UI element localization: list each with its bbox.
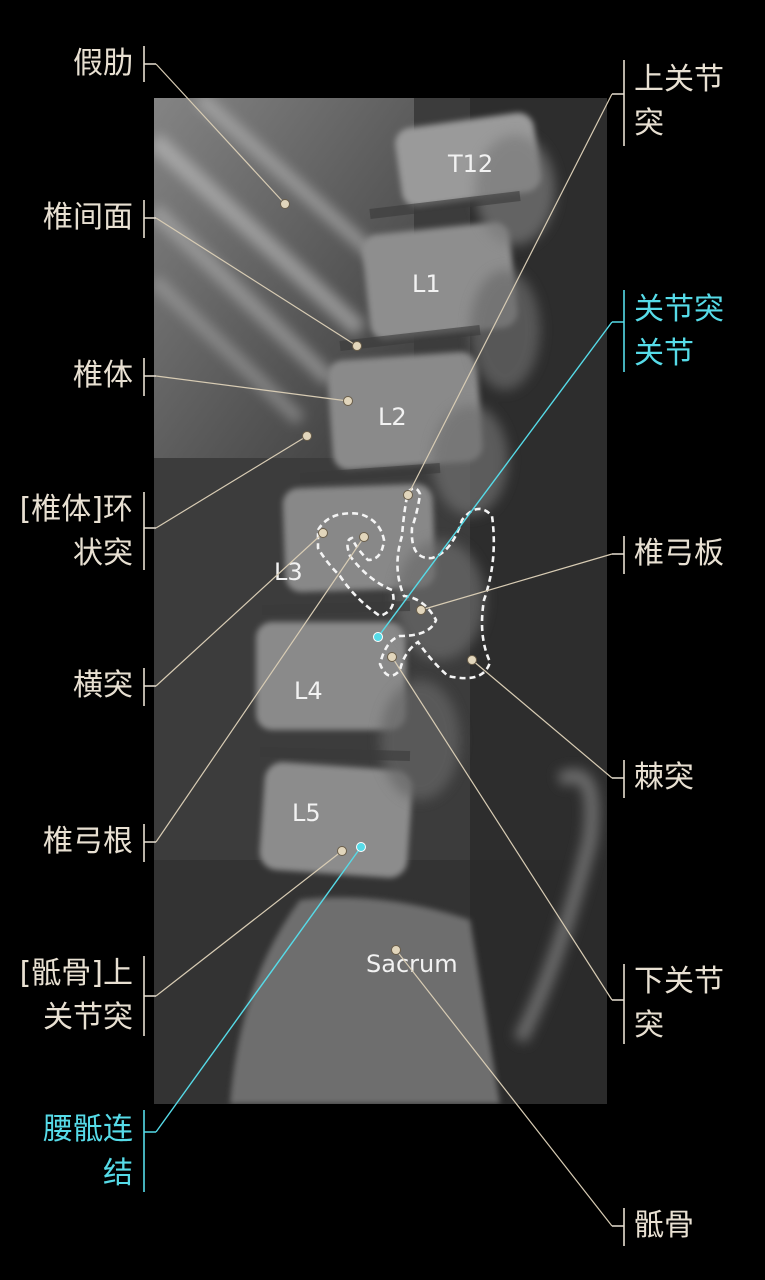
label-vertebral-body: 椎体 bbox=[73, 358, 133, 393]
vertebra-label-l3: L3 bbox=[274, 558, 303, 586]
anchor-dots bbox=[280, 199, 477, 955]
label-lumbosacral-joint: 腰骶连 结 bbox=[43, 1112, 133, 1191]
label-intervertebral-surface: 椎间面 bbox=[43, 200, 133, 235]
label-superior-articular-process: 上关节 突 bbox=[634, 62, 724, 141]
vertebra-label-l4: L4 bbox=[294, 677, 323, 705]
vertebra-label-l1: L1 bbox=[412, 270, 441, 298]
highlight-dots bbox=[356, 632, 383, 852]
label-spinous-process: 棘突 bbox=[634, 760, 694, 795]
label-pedicle: 椎弓根 bbox=[43, 824, 133, 859]
label-lamina: 椎弓板 bbox=[634, 536, 724, 571]
vertebra-label-sacrum: Sacrum bbox=[366, 950, 458, 978]
label-inferior-articular-process: 下关节 突 bbox=[634, 964, 724, 1043]
label-facet-joint: 关节突 关节 bbox=[634, 292, 724, 371]
vertebra-label-l5: L5 bbox=[292, 799, 321, 827]
vertebra-labels: T12 L1 L2 L3 L4 L5 Sacrum bbox=[274, 150, 493, 978]
label-ring-apophysis: [椎体]环 状突 bbox=[19, 492, 133, 571]
leader-lines bbox=[155, 63, 613, 1227]
highlight-lines bbox=[155, 321, 613, 1133]
label-transverse-process: 横突 bbox=[73, 668, 133, 703]
label-false-ribs: 假肋 bbox=[73, 46, 133, 81]
vertebra-label-l2: L2 bbox=[378, 403, 407, 431]
xray-image bbox=[154, 98, 607, 1104]
label-sacrum: 骶骨 bbox=[634, 1208, 694, 1243]
label-brackets bbox=[143, 46, 625, 1246]
facet-outline bbox=[316, 487, 496, 680]
vertebra-label-t12: T12 bbox=[447, 150, 493, 178]
label-sacral-superior-articular-process: [骶骨]上 关节突 bbox=[19, 956, 133, 1035]
